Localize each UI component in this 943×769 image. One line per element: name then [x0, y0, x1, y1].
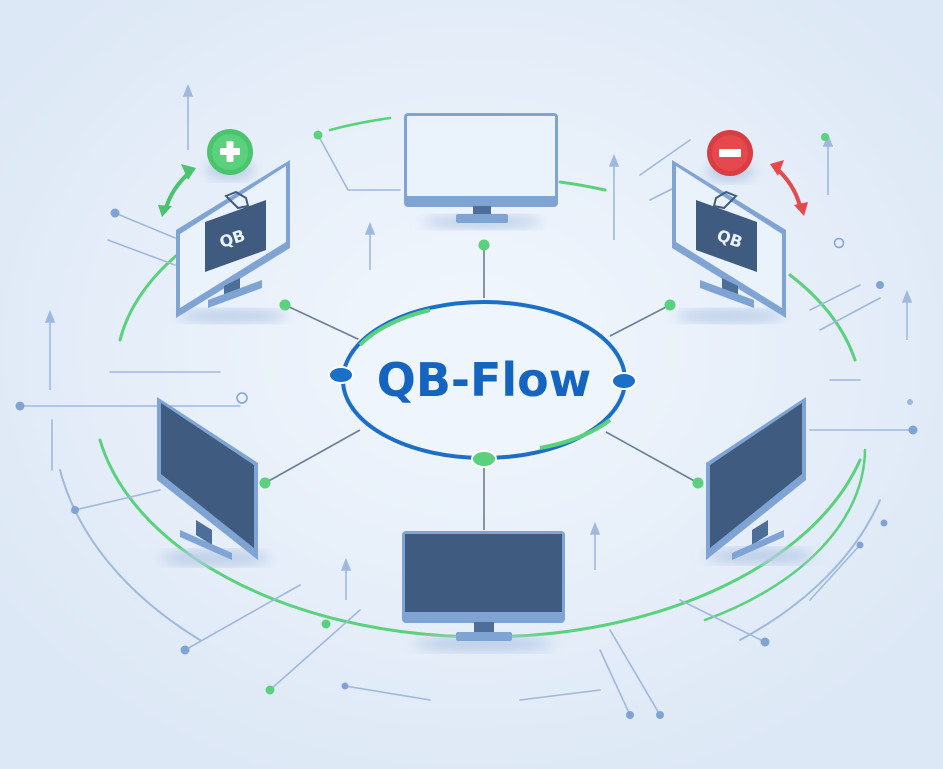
monitor-top[interactable] — [404, 113, 558, 228]
hub-label: QB-Flow — [377, 353, 592, 407]
hub-port-left — [328, 366, 354, 384]
monitor-bottom[interactable] — [402, 531, 565, 651]
up-arrow-icons — [44, 83, 913, 600]
monitor-upper-left[interactable]: QB — [176, 160, 290, 322]
sync-arrow-heads-right — [770, 160, 808, 216]
monitor-left[interactable] — [157, 397, 270, 565]
hub-port-bottom — [471, 450, 497, 468]
trace-endpoints — [15, 130, 918, 719]
qb-folder-icon: QB — [205, 190, 266, 272]
sync-arrow-heads-left — [158, 164, 196, 217]
hub-connectors — [264, 245, 699, 530]
minus-icon[interactable] — [706, 130, 754, 181]
monitor-right[interactable] — [705, 397, 815, 563]
connector-nodes — [259, 239, 704, 489]
monitor-upper-right[interactable]: QB — [672, 160, 786, 322]
plus-icon[interactable] — [206, 129, 254, 179]
qb-folder-icon: QB — [696, 190, 757, 272]
circuit-traces — [19, 134, 914, 716]
hub: QB-Flow — [328, 298, 637, 468]
hub-port-right — [611, 372, 637, 390]
